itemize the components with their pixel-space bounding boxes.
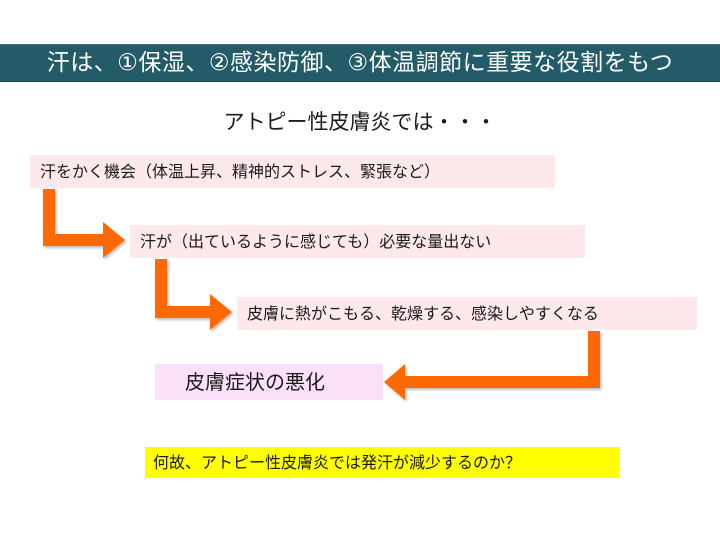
slide-title-bar: 汗は、①保湿、②感染防御、③体温調節に重要な役割をもつ — [0, 44, 720, 82]
flow-result: 皮膚症状の悪化 — [155, 364, 383, 400]
arrow-right-icon — [155, 259, 232, 330]
slide-subtitle: アトピー性皮膚炎では・・・ — [223, 110, 497, 134]
flow-step-3: 皮膚に熱がこもる、乾燥する、感染しやすくなる — [237, 297, 697, 330]
flow-step-2: 汗が（出ているように感じても）必要な量出ない — [130, 225, 585, 258]
question-box: 何故、アトピー性皮膚炎では発汗が減少するのか？ — [145, 447, 620, 478]
arrow-left-icon — [384, 331, 600, 400]
flow-step-1: 汗をかく機会（体温上昇、精神的ストレス、緊張など） — [30, 155, 555, 188]
arrow-right-icon — [43, 189, 125, 258]
